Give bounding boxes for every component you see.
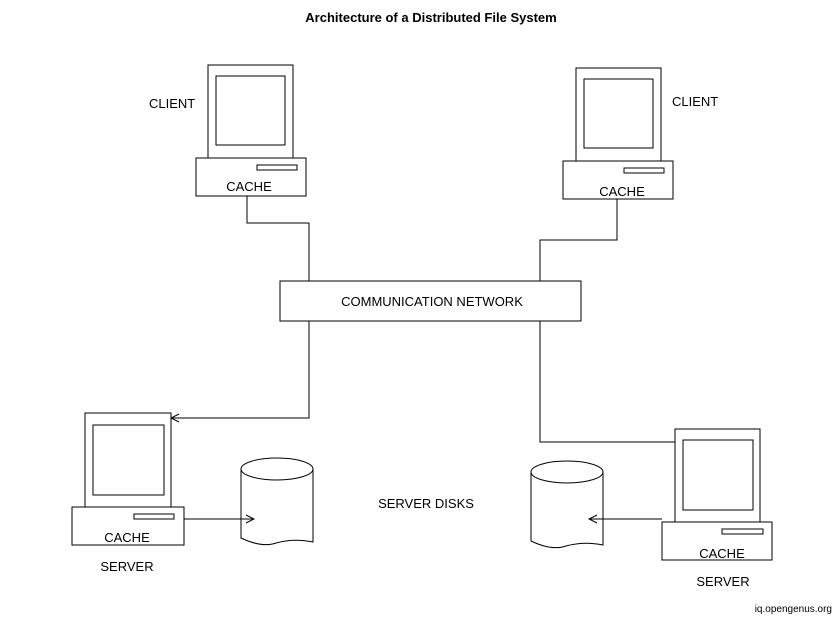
- server-cache-label: CACHE: [699, 546, 745, 561]
- client-cache-label: CACHE: [226, 179, 272, 194]
- client-cache-box: [195, 157, 307, 197]
- server-screen: [682, 439, 754, 511]
- communication-network-label: COMMUNICATION NETWORK: [341, 294, 523, 309]
- client-screen: [215, 75, 286, 146]
- server-drive-slot: [721, 528, 764, 535]
- server-computer-right: CACHE: [661, 428, 773, 561]
- client-drive-slot: [256, 164, 298, 171]
- server-right-connector: [539, 321, 675, 443]
- server-disks-label: SERVER DISKS: [378, 496, 474, 511]
- client-left-connector: [246, 196, 310, 281]
- client-label-left: CLIENT: [149, 96, 195, 111]
- server-label-left: SERVER: [100, 559, 153, 574]
- server-disk-left: [240, 457, 314, 546]
- client-cache-box: [562, 160, 674, 200]
- client-cache-label: CACHE: [599, 184, 645, 199]
- watermark-text: iq.opengenus.org: [755, 604, 832, 615]
- client-screen: [583, 78, 654, 149]
- client-computer-left: CACHE: [195, 64, 307, 197]
- server-screen: [92, 424, 165, 496]
- client-right-connector: [539, 199, 618, 281]
- diagram-title: Architecture of a Distributed File Syste…: [305, 10, 556, 25]
- client-computer-right: CACHE: [562, 67, 674, 200]
- server-disk-right: [530, 460, 604, 549]
- server-computer-left: CACHE: [71, 412, 185, 546]
- client-drive-slot: [623, 167, 665, 174]
- server-label-right: SERVER: [696, 574, 749, 589]
- server-drive-slot: [133, 513, 175, 520]
- server-cache-box: [661, 521, 773, 561]
- server-left-connector: [171, 321, 310, 418]
- server-cache-label: CACHE: [104, 530, 150, 545]
- communication-network-box: [279, 280, 582, 322]
- client-label-right: CLIENT: [672, 94, 718, 109]
- server-cache-box: [71, 506, 185, 546]
